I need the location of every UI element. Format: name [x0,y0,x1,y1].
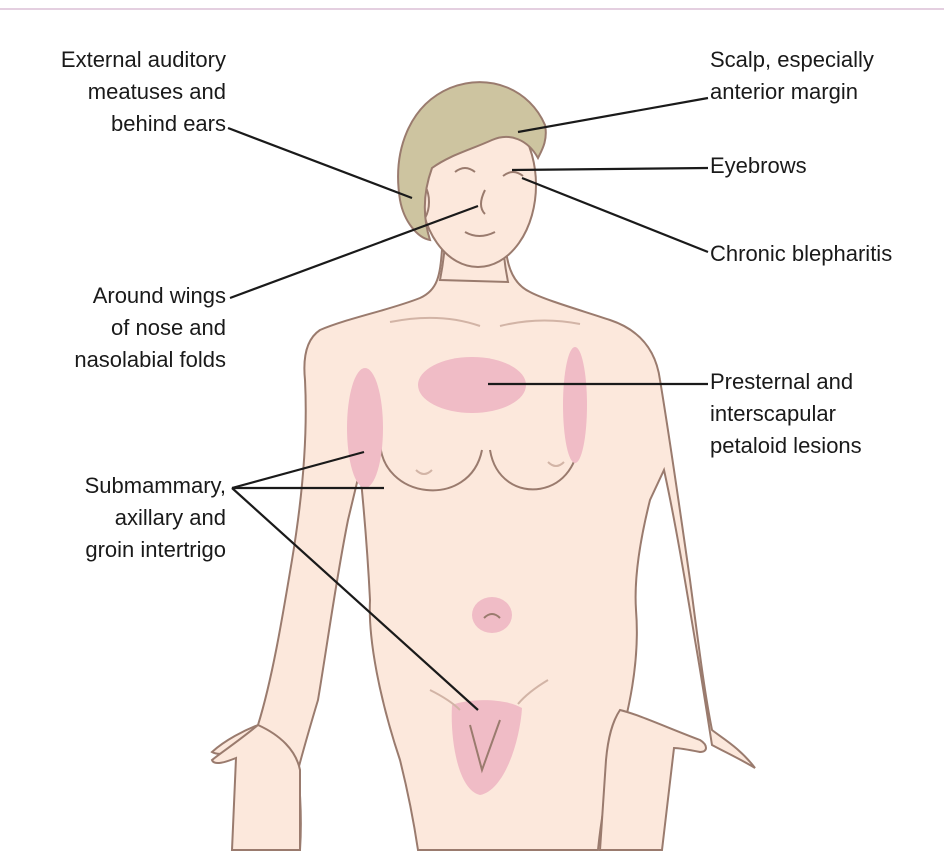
label-blepharitis-line-1: Chronic blepharitis [710,238,892,270]
label-intertrigo-line-1: Submammary, [85,470,226,502]
label-intertrigo: Submammary, axillary and groin intertrig… [85,470,226,566]
label-presternal: Presternal and interscapular petaloid le… [710,366,862,462]
leader-blepharitis [522,178,708,252]
label-scalp-line-2: anterior margin [710,76,874,108]
label-nose: Around wings of nose and nasolabial fold… [74,280,226,376]
label-eyebrows-line-1: Eyebrows [710,150,807,182]
label-ear: External auditory meatuses and behind ea… [61,44,226,140]
label-presternal-line-3: petaloid lesions [710,430,862,462]
label-ear-line-2: meatuses and [61,76,226,108]
label-nose-line-2: of nose and [74,312,226,344]
label-intertrigo-line-2: axillary and [85,502,226,534]
leader-eyebrows [512,168,708,170]
right-hand [600,710,706,850]
label-presternal-line-2: interscapular [710,398,862,430]
label-blepharitis: Chronic blepharitis [710,238,892,270]
right-axillary-lesion [563,347,587,463]
label-eyebrows: Eyebrows [710,150,807,182]
label-intertrigo-line-3: groin intertrigo [85,534,226,566]
body-figure [212,82,755,850]
leader-scalp [518,98,708,132]
left-axillary-lesion [347,368,383,488]
label-scalp: Scalp, especially anterior margin [710,44,874,108]
label-scalp-line-1: Scalp, especially [710,44,874,76]
label-presternal-line-1: Presternal and [710,366,862,398]
label-nose-line-3: nasolabial folds [74,344,226,376]
label-ear-line-3: behind ears [61,108,226,140]
label-nose-line-1: Around wings [74,280,226,312]
label-ear-line-1: External auditory [61,44,226,76]
leader-ear [228,128,412,198]
